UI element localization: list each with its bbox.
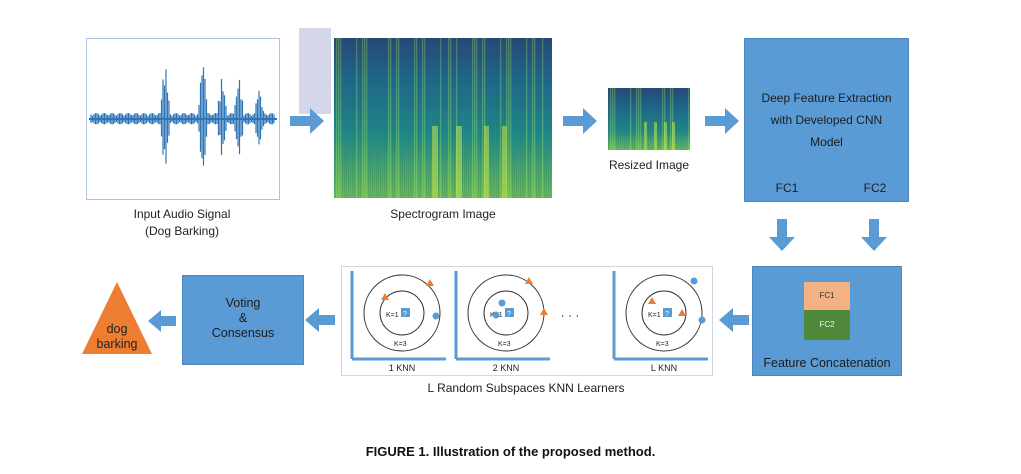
arrow-right-icon <box>563 108 597 134</box>
knn-k1-label: K=1 <box>648 312 661 319</box>
cnn-fc1-label: FC1 <box>775 181 799 195</box>
knn-circle-point <box>498 299 506 307</box>
input-label-line2: (Dog Barking) <box>144 224 220 238</box>
knn-triangle-point <box>426 279 434 286</box>
knn-triangle-point <box>381 293 389 300</box>
knn-circle-point <box>432 312 440 320</box>
voting-consensus-box: Voting & Consensus <box>182 275 304 365</box>
knn-triangle-point <box>525 277 533 284</box>
arrow-down-icon <box>769 219 795 251</box>
knn-triangle-point <box>678 309 686 316</box>
cnn-feature-extraction-box: Deep Feature Extraction with Developed C… <box>744 38 909 202</box>
concat-fc1-block: FC1 <box>804 282 850 310</box>
knn-query-label: ? <box>507 311 511 318</box>
arrow-left-icon <box>148 310 176 332</box>
arrow-left-icon <box>305 308 335 332</box>
knn-circle-point <box>492 311 500 319</box>
concat-fc1-label: FC1 <box>819 291 835 300</box>
knn-query-label: ? <box>403 311 407 318</box>
output-line1: dog <box>106 322 128 336</box>
cnn-box-title: Deep Feature Extraction with Developed C… <box>745 87 908 153</box>
knn-k3-label: K=3 <box>656 341 669 348</box>
knn-learner-1: K=1? K=3 1 KNN <box>350 271 446 373</box>
knn-panel-label: L KNN <box>651 363 677 373</box>
knn-triangle-point <box>648 297 656 304</box>
knn-panel-label: 2 KNN <box>493 363 520 373</box>
voting-line1: Voting <box>225 296 261 310</box>
voting-line2: & <box>238 311 248 325</box>
knn-circle-point <box>698 316 706 324</box>
knn-panel-label: 1 KNN <box>389 363 416 373</box>
voting-text: Voting & Consensus <box>183 296 303 341</box>
knn-k3-label: K=3 <box>498 341 511 348</box>
concat-label: Feature Concatenation <box>763 356 891 370</box>
feature-concatenation-box: FC1 FC2 Feature Concatenation <box>752 266 902 376</box>
arrow-down-icon <box>861 219 887 251</box>
shade-block <box>299 28 331 114</box>
waveform-graphic <box>89 67 277 166</box>
knn-caption: L Random Subspaces KNN Learners <box>427 381 625 395</box>
voting-line3: Consensus <box>211 326 275 340</box>
concat-fc2-block: FC2 <box>804 310 850 340</box>
spectrogram-image <box>334 38 552 198</box>
knn-k3-label: K=3 <box>394 341 407 348</box>
input-label-line1: Input Audio Signal <box>133 207 231 221</box>
knn-ellipsis: · · · <box>560 308 580 322</box>
arrow-right-icon <box>705 108 739 134</box>
output-label: dog barking <box>80 322 154 352</box>
knn-learner-2: K=1?K=32 KNN <box>454 271 550 373</box>
cnn-line1: Deep Feature Extraction <box>761 91 892 105</box>
knn-query-label: ? <box>665 311 669 318</box>
cnn-fc2-label: FC2 <box>863 181 887 195</box>
arrow-left-icon <box>719 308 749 332</box>
output-line2: barking <box>96 337 138 351</box>
input-audio-label: Input Audio Signal (Dog Barking) <box>86 206 278 240</box>
knn-circle-point <box>690 277 698 285</box>
cnn-line2: with Developed CNN <box>770 113 883 127</box>
output-triangle-icon <box>82 282 152 354</box>
cnn-line3: Model <box>810 135 843 149</box>
input-audio-panel <box>86 38 280 200</box>
resized-label: Resized Image <box>608 158 690 172</box>
concat-fc2-label: FC2 <box>819 320 835 329</box>
resized-image <box>608 88 690 150</box>
arrow-right-icon <box>290 108 324 134</box>
knn-triangle-point <box>540 308 548 315</box>
knn-k1-label: K=1 <box>386 312 399 319</box>
spectrogram-label: Spectrogram Image <box>390 207 496 221</box>
figure-caption: FIGURE 1. Illustration of the proposed m… <box>365 444 656 459</box>
knn-learner-3: K=1? K=3 L KNN <box>612 271 708 373</box>
